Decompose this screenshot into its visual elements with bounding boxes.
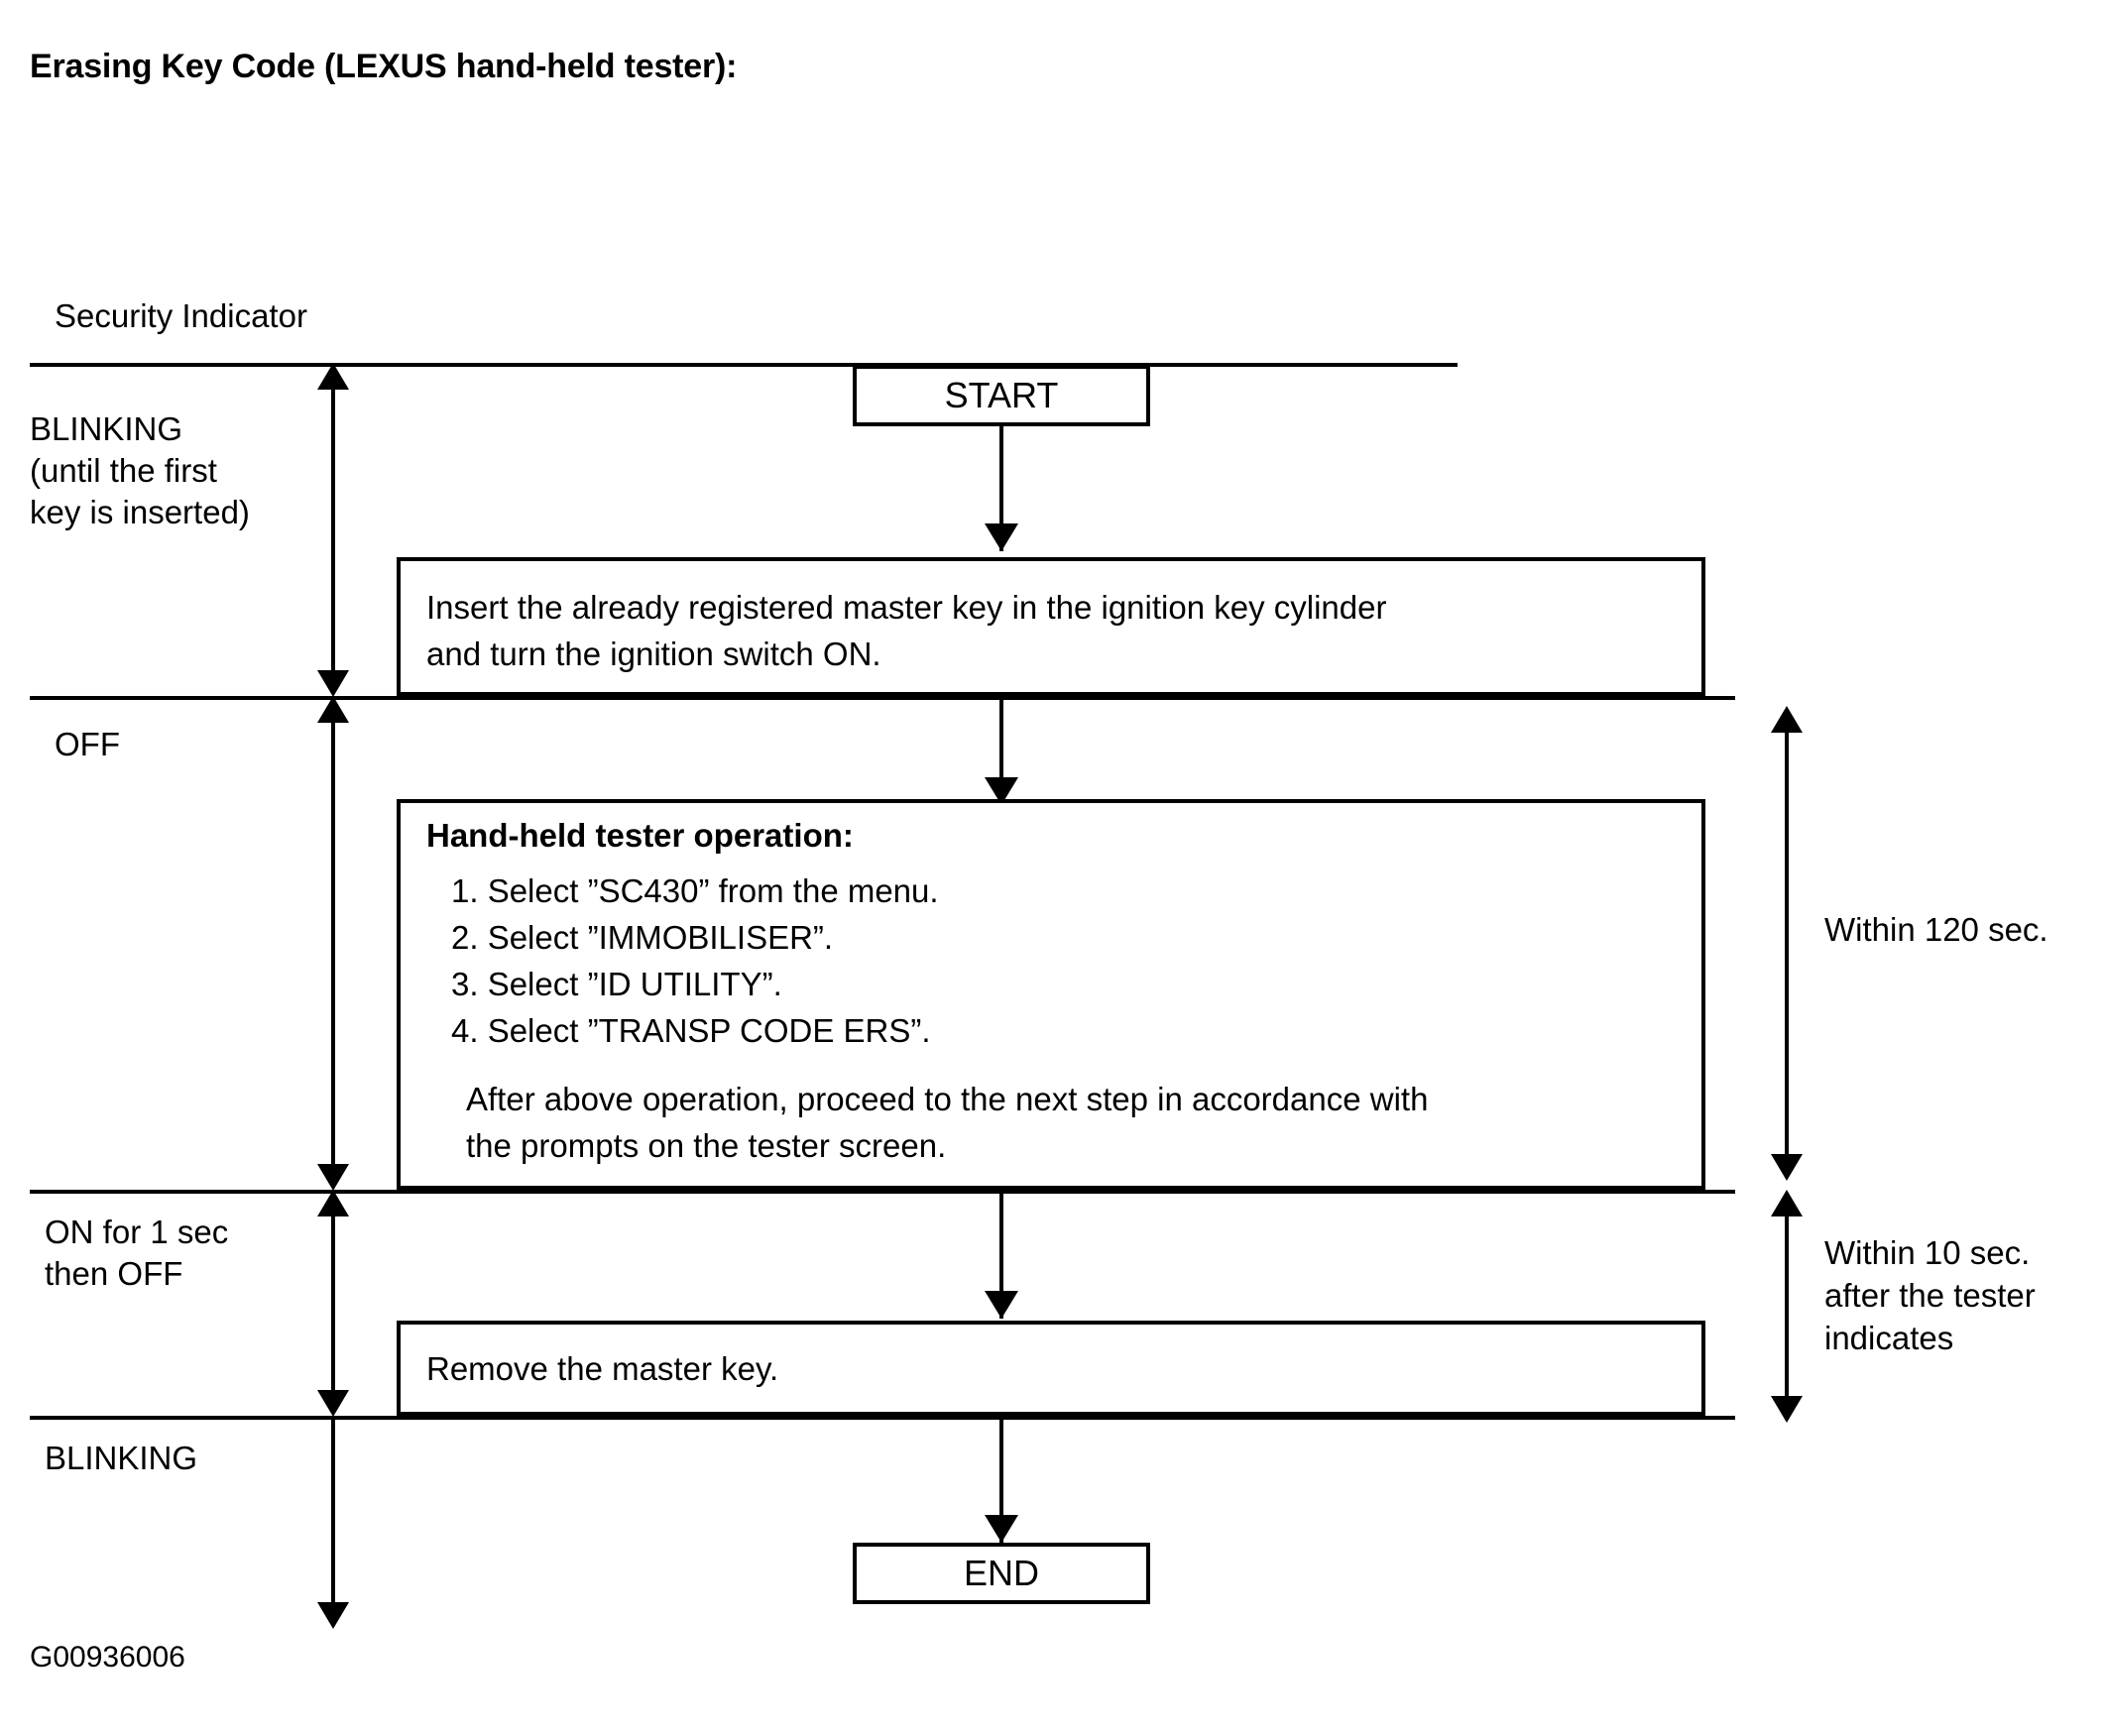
timing-label-120: Within 120 sec. [1824, 911, 2048, 948]
flow-remove-key-text: Remove the master key. [426, 1350, 779, 1387]
indicator-arrow-down-1 [317, 670, 349, 697]
indicator-arrow-up-2 [317, 696, 349, 723]
flow-insert-key-box[interactable] [397, 557, 1705, 696]
flow-remove-key-box[interactable] [397, 1321, 1705, 1416]
timing-arrow-up-10 [1771, 1190, 1803, 1216]
indicator-axis-seg-2 [331, 720, 335, 1168]
timing-label-10: Within 10 sec. after the tester indicate… [1824, 1234, 2036, 1356]
indicator-axis-seg-1 [331, 387, 335, 674]
indicator-arrow-up-1 [317, 363, 349, 390]
connector-head-remove-to-end [985, 1515, 1018, 1543]
indicator-arrow-up-3 [317, 1190, 349, 1216]
timing-axis-10 [1785, 1214, 1789, 1400]
timing-axis-120 [1785, 730, 1789, 1156]
flow-end-label: END [963, 1553, 1039, 1593]
timing-arrow-down-10 [1771, 1396, 1803, 1423]
state-label-blinking-final: BLINKING [45, 1440, 198, 1476]
connector-tester-to-remove [999, 1190, 1003, 1319]
connector-insert-to-tester [999, 696, 1003, 805]
indicator-arrow-down-4 [317, 1602, 349, 1629]
flow-tester-step-1: 1. Select ”SC430” from the menu. [451, 872, 939, 909]
flow-tester-heading: Hand-held tester operation: [426, 817, 854, 854]
indicator-divider-top [30, 363, 1458, 367]
flow-tester-note: After above operation, proceed to the ne… [466, 1081, 1429, 1164]
connector-start-to-insert [999, 426, 1003, 551]
indicator-divider-blink [30, 1416, 1735, 1420]
connector-head-start-to-insert [985, 523, 1018, 551]
flow-tester-step-list: 1. Select ”SC430” from the menu. 2. Sele… [451, 868, 1691, 1054]
flow-end-box[interactable]: END [853, 1543, 1150, 1604]
flow-tester-operation-box[interactable] [397, 799, 1705, 1190]
indicator-divider-off [30, 696, 1735, 700]
indicator-divider-onoff [30, 1190, 1735, 1194]
indicator-arrow-down-3 [317, 1390, 349, 1417]
timing-arrow-down-120 [1771, 1154, 1803, 1181]
flow-insert-key-text: Insert the already registered master key… [426, 589, 1387, 672]
indicator-axis-seg-4 [331, 1416, 335, 1606]
state-label-blinking-first: BLINKING (until the first key is inserte… [30, 410, 250, 531]
page-title: Erasing Key Code (LEXUS hand-held tester… [30, 48, 738, 85]
flow-start-label: START [944, 375, 1059, 415]
connector-remove-to-end [999, 1416, 1003, 1543]
flow-start-box[interactable]: START [853, 365, 1150, 426]
security-indicator-heading: Security Indicator [55, 297, 307, 334]
indicator-axis-seg-3 [331, 1214, 335, 1394]
state-label-on-then-off: ON for 1 sec then OFF [45, 1214, 229, 1293]
flow-tester-step-3: 3. Select ”ID UTILITY”. [451, 965, 782, 1002]
timing-arrow-up-120 [1771, 706, 1803, 733]
figure-id: G00936006 [30, 1641, 185, 1674]
connector-head-tester-to-remove [985, 1291, 1018, 1319]
state-label-off: OFF [55, 726, 120, 762]
flow-tester-step-2: 2. Select ”IMMOBILISER”. [451, 918, 834, 956]
indicator-arrow-down-2 [317, 1164, 349, 1191]
flow-tester-step-4: 4. Select ”TRANSP CODE ERS”. [451, 1011, 931, 1049]
